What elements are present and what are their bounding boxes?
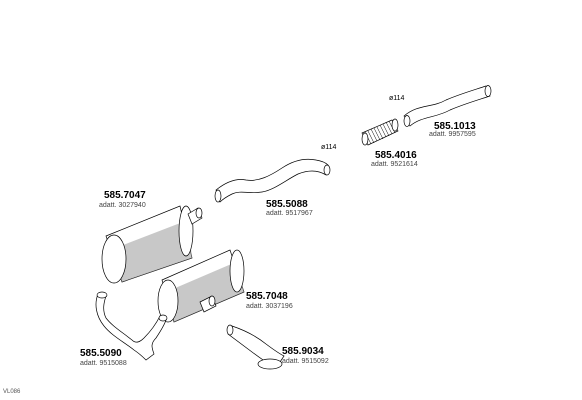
part-adatt-585-7048: adatt. 3037196: [246, 303, 293, 310]
part-code-585-7047: 585.7047: [104, 190, 146, 201]
part-585-5090-pipe[interactable]: [95, 291, 168, 361]
part-adatt-585-1013: adatt. 9957595: [429, 131, 476, 138]
diameter-label-585-5088: ø114: [321, 144, 337, 151]
part-585-7048-silencer[interactable]: [157, 249, 245, 323]
part-585-5088-pipe[interactable]: [214, 158, 331, 203]
diameter-label-585-1013: ø114: [389, 95, 405, 102]
drawing-reference: VL086: [3, 389, 21, 395]
part-adatt-585-5088: adatt. 9517967: [266, 210, 313, 217]
part-code-585-5090: 585.5090: [80, 348, 122, 359]
part-code-585-9034: 585.9034: [282, 346, 324, 357]
part-adatt-585-5090: adatt. 9515088: [80, 360, 127, 367]
part-adatt-585-7047: adatt. 3027940: [99, 202, 146, 209]
part-585-9034-tail-pipe[interactable]: [226, 324, 285, 370]
part-adatt-585-9034: adatt. 9515092: [282, 358, 329, 365]
part-code-585-1013: 585.1013: [434, 121, 476, 132]
part-585-1013-pipe[interactable]: [403, 85, 492, 127]
part-code-585-4016: 585.4016: [375, 150, 417, 161]
part-adatt-585-4016: adatt. 9521614: [371, 161, 418, 168]
part-585-7047-silencer[interactable]: [101, 205, 203, 284]
part-code-585-7048: 585.7048: [246, 291, 288, 302]
part-585-4016-flex-pipe[interactable]: [361, 118, 399, 146]
part-code-585-5088: 585.5088: [266, 199, 308, 210]
